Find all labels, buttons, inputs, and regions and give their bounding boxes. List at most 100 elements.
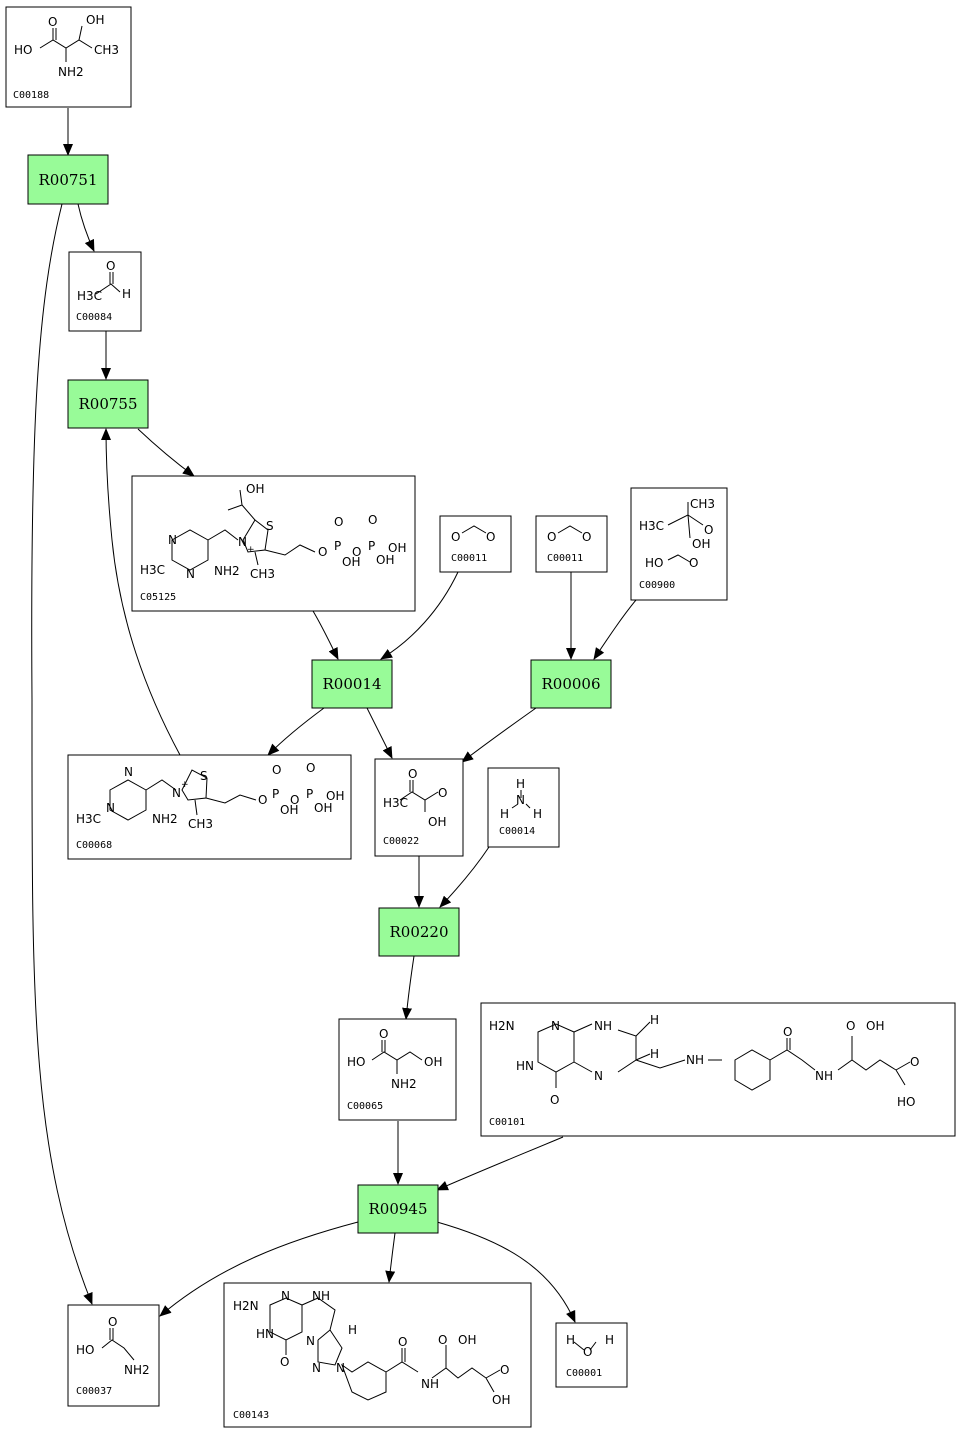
compound-node-c00900[interactable]: CH3 H3C O OH HO O C00900: [630, 487, 728, 601]
svg-text:H: H: [605, 1333, 614, 1347]
svg-text:O: O: [379, 1027, 388, 1041]
reaction-label: R00006: [541, 675, 600, 693]
svg-text:O: O: [438, 786, 447, 800]
svg-text:HN: HN: [516, 1059, 534, 1073]
svg-text:HO: HO: [645, 556, 663, 570]
svg-text:OH: OH: [314, 801, 332, 815]
structure-drawing: CH3 H3C O OH HO O: [639, 497, 715, 570]
edge-c05125-r00014: [312, 610, 339, 660]
svg-text:N: N: [124, 765, 133, 779]
svg-text:O: O: [290, 793, 299, 807]
svg-text:HO: HO: [14, 43, 32, 57]
compound-node-c00143[interactable]: H2N N NH HN N H O N N O OH O NH O OH C00…: [223, 1282, 532, 1428]
svg-text:NH2: NH2: [58, 65, 84, 79]
svg-text:HO: HO: [76, 1343, 94, 1357]
compound-node-c00065[interactable]: O HO OH NH2 C00065: [338, 1018, 457, 1121]
svg-text:O: O: [48, 15, 57, 29]
compound-node-c00068[interactable]: N N N + S H3C NH2 CH3 O P O P OH O O OH …: [67, 754, 352, 860]
svg-text:O: O: [846, 1019, 855, 1033]
compound-label: C00143: [233, 1410, 269, 1421]
compound-node-c00001[interactable]: H O H C00001: [555, 1322, 628, 1388]
compound-node-c00011-a[interactable]: O O C00011: [439, 515, 512, 573]
compound-node-c00014[interactable]: H N H H C00014: [487, 767, 560, 848]
reaction-node-r00220[interactable]: R00220: [378, 907, 460, 957]
reaction-node-r00014[interactable]: R00014: [311, 659, 393, 709]
reaction-label: R00014: [322, 675, 381, 693]
svg-text:H3C: H3C: [76, 812, 101, 826]
edge-r00755-c05125: [137, 428, 195, 477]
structure-drawing: O HO OH NH2: [347, 1027, 442, 1091]
compound-node-c00037[interactable]: O HO NH2 C00037: [67, 1304, 160, 1407]
svg-text:H: H: [566, 1333, 575, 1347]
svg-text:OH: OH: [424, 1055, 442, 1069]
compound-node-c00101[interactable]: H2N N NH H HN N H NH O NH O OH O NH O HO…: [480, 1002, 956, 1137]
svg-text:S: S: [266, 519, 274, 533]
edge-c00101-r00945: [436, 1136, 564, 1191]
edge-r00945-c00143: [385, 1232, 396, 1283]
compound-node-c00188[interactable]: O OH HO NH2 CH3 C00188: [5, 6, 132, 108]
svg-text:HN: HN: [256, 1327, 274, 1341]
compound-label: C00014: [499, 826, 535, 837]
edge-r00014-c00022: [366, 707, 393, 759]
svg-text:N: N: [186, 567, 195, 581]
edges: [31, 108, 637, 1323]
svg-text:OH: OH: [86, 13, 104, 27]
structure-drawing: H N H H: [500, 777, 542, 821]
svg-text:O: O: [486, 530, 495, 544]
svg-text:O: O: [550, 1093, 559, 1107]
svg-text:NH2: NH2: [152, 812, 178, 826]
svg-text:N: N: [594, 1069, 603, 1083]
svg-text:N: N: [336, 1361, 345, 1375]
svg-text:HO: HO: [897, 1095, 915, 1109]
svg-text:OH: OH: [342, 555, 360, 569]
reaction-node-r00755[interactable]: R00755: [67, 379, 149, 429]
edge-c00014-r00220: [439, 846, 490, 908]
reaction-label: R00755: [78, 395, 137, 413]
svg-text:N: N: [106, 801, 115, 815]
svg-text:OH: OH: [246, 482, 264, 496]
svg-text:OH: OH: [866, 1019, 884, 1033]
compound-label: C00037: [76, 1386, 112, 1397]
compound-label: C00900: [639, 580, 675, 591]
svg-text:O: O: [106, 259, 115, 273]
reaction-node-r00751[interactable]: R00751: [27, 154, 109, 205]
compound-label: C00188: [13, 90, 49, 101]
edge-r00751-c00037: [31, 203, 93, 1305]
svg-text:N: N: [306, 1334, 315, 1348]
svg-text:H3C: H3C: [77, 289, 102, 303]
reaction-label: R00751: [38, 171, 97, 189]
svg-text:P: P: [334, 539, 341, 553]
svg-text:O: O: [704, 523, 713, 537]
svg-text:OH: OH: [388, 541, 406, 555]
edge-c00068-r00755: [101, 428, 181, 756]
edge-r00945-c00037: [159, 1221, 359, 1317]
svg-text:O: O: [408, 767, 417, 781]
compound-node-c00022[interactable]: O H3C O OH C00022: [374, 758, 464, 857]
reaction-node-r00006[interactable]: R00006: [530, 659, 612, 709]
svg-text:O: O: [108, 1315, 117, 1329]
structure-drawing: N N N + S H3C NH2 CH3 O P O P OH O O OH …: [76, 761, 344, 831]
svg-text:N: N: [172, 786, 181, 800]
structure-drawing: O OH HO NH2 CH3: [14, 13, 119, 79]
svg-text:H3C: H3C: [639, 519, 664, 533]
svg-text:OH: OH: [326, 789, 344, 803]
compound-node-c00011-b[interactable]: O O C00011: [535, 515, 608, 573]
svg-text:NH: NH: [421, 1377, 439, 1391]
svg-text:O: O: [398, 1335, 407, 1349]
svg-text:N: N: [238, 535, 247, 549]
svg-text:N: N: [281, 1289, 290, 1303]
svg-text:NH: NH: [815, 1069, 833, 1083]
svg-text:NH: NH: [312, 1289, 330, 1303]
svg-text:O: O: [583, 1345, 592, 1359]
edge-c00900-r00006: [593, 599, 637, 660]
svg-text:OH: OH: [280, 803, 298, 817]
svg-text:H3C: H3C: [140, 563, 165, 577]
compound-label: C00001: [566, 1368, 602, 1379]
svg-text:N: N: [168, 533, 177, 547]
svg-text:OH: OH: [428, 815, 446, 829]
compound-node-c00084[interactable]: O H3C H C00084: [68, 251, 142, 332]
svg-text:P: P: [368, 539, 375, 553]
reaction-node-r00945[interactable]: R00945: [357, 1184, 439, 1234]
svg-text:P: P: [306, 787, 313, 801]
compound-node-c05125[interactable]: OH N N N S + H3C NH2 CH3 O P O P OH O O …: [131, 475, 416, 612]
